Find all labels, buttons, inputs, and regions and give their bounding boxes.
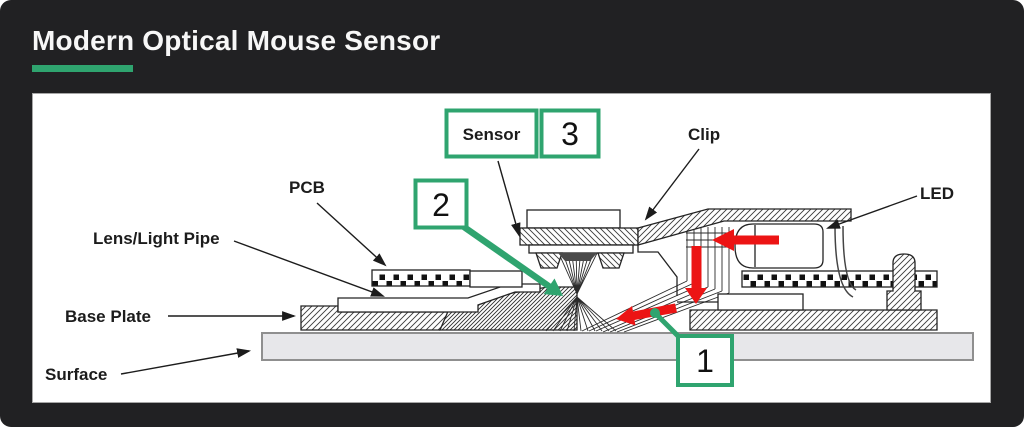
- pcb-label: PCB: [289, 178, 325, 197]
- red-arrow-led-to-pipe: [712, 229, 779, 251]
- base-plate-right-shape: [689, 309, 938, 331]
- clip-bracket-shape: [717, 293, 804, 311]
- green-arrow-head: [543, 278, 563, 296]
- lens-shape: [337, 283, 541, 313]
- lens-label: Lens/Light Pipe: [93, 229, 220, 248]
- callout-2-number: 2: [432, 187, 450, 223]
- callout-1-number: 1: [696, 343, 714, 379]
- leader-surface: [120, 348, 252, 375]
- diagram-svg: PCB Lens/Light Pipe Base Plate Surface C…: [45, 108, 974, 387]
- page-title: Modern Optical Mouse Sensor: [32, 25, 441, 56]
- callout-box-3: [539, 108, 601, 159]
- led-label: LED: [920, 184, 954, 203]
- pcb-right-strip: [741, 270, 938, 288]
- red-arrow-down: [685, 246, 707, 304]
- sensor-wing-right: [597, 252, 625, 269]
- leader-clip: [644, 148, 700, 221]
- sensor-label: Sensor: [463, 125, 521, 144]
- sensor-wing-left: [535, 252, 563, 269]
- callout-box-2: [413, 178, 469, 230]
- light-cone: [545, 246, 617, 332]
- sensor-base-strip: [528, 244, 634, 254]
- pcb-left-strip: [371, 269, 471, 287]
- diagram-panel: PCB Lens/Light Pipe Base Plate Surface C…: [32, 93, 991, 403]
- pcb-left-extension: [469, 270, 523, 288]
- leader-pcb: [316, 202, 387, 267]
- title-underline: [32, 65, 133, 72]
- leader-led: [826, 195, 918, 229]
- clip-label: Clip: [688, 125, 720, 144]
- led-shape: [734, 223, 824, 269]
- sensor-label-box: [444, 108, 539, 159]
- leader-sensor: [497, 160, 521, 238]
- callout-1-dot: [650, 308, 660, 318]
- callout-3-number: 3: [561, 116, 579, 152]
- clip-inner-edge: [637, 245, 678, 296]
- red-arrow-along-surface: [616, 303, 677, 326]
- base-plate-label: Base Plate: [65, 307, 151, 326]
- led-wire: [834, 225, 857, 298]
- sensor-aperture: [558, 253, 597, 261]
- green-arrow-shaft: [462, 224, 552, 290]
- sensor-flange-shape: [519, 227, 639, 246]
- surface-shape: [261, 332, 974, 361]
- leader-lens: [233, 240, 385, 297]
- screw-boss-shape: [886, 253, 922, 311]
- callout-box-1: [676, 334, 734, 387]
- sensor-top-shape: [526, 209, 621, 229]
- leader-lines: [120, 148, 918, 375]
- surface-label: Surface: [45, 365, 107, 384]
